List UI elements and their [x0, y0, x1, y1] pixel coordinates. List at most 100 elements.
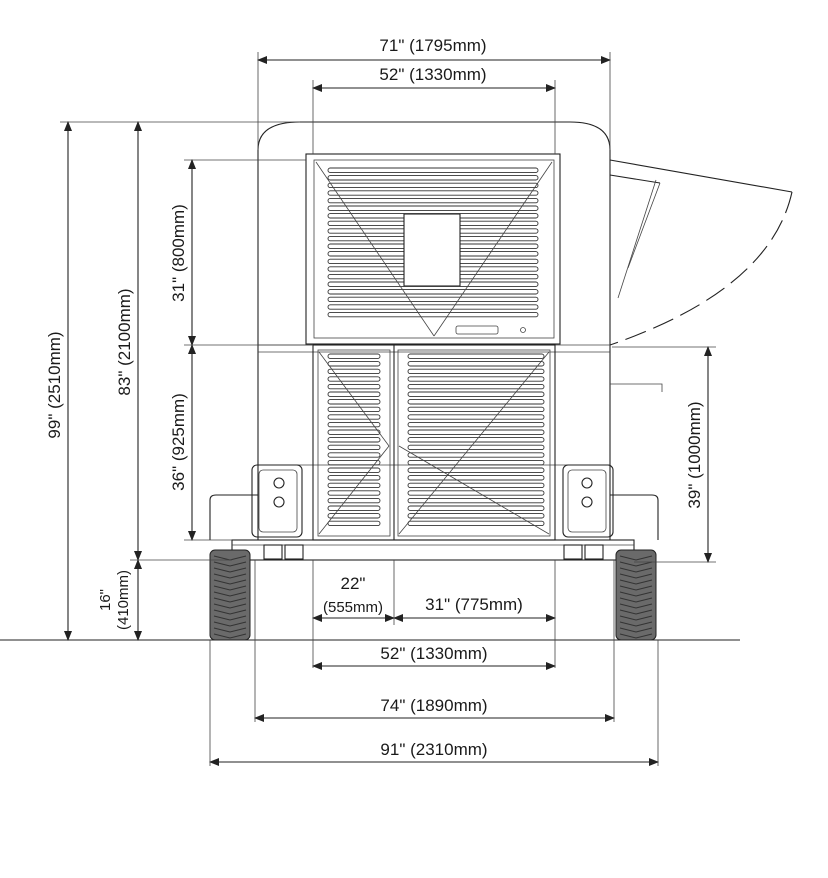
vent-slat — [327, 505, 381, 511]
vent-slat — [327, 467, 381, 473]
tire-tread — [619, 591, 653, 597]
vent-slat — [327, 182, 539, 189]
vent-slat — [327, 205, 539, 211]
vent-slat — [407, 399, 545, 405]
construction-lines — [315, 161, 553, 535]
dim-ground-clearance-mm: (410mm) — [115, 570, 132, 630]
awning-open-outline — [609, 159, 793, 346]
vent-slat — [327, 197, 539, 204]
vent-slat — [327, 311, 539, 318]
vent-slat — [327, 482, 381, 489]
tire-tread — [213, 579, 247, 585]
vent-slat — [407, 376, 545, 382]
tire-tread — [213, 633, 247, 639]
vent-slat — [407, 475, 545, 481]
dim-top-overall: 71" (1795mm) — [379, 36, 486, 55]
vent-slat — [327, 296, 539, 303]
vent-slat — [407, 467, 545, 473]
vent-slat — [407, 505, 545, 511]
dim-axle-track: 74" (1890mm) — [380, 696, 487, 715]
vent-slat — [327, 368, 381, 375]
vent-slat — [407, 353, 545, 359]
tire-tread — [213, 567, 247, 573]
vent-slat — [407, 383, 545, 390]
vent-slat — [327, 361, 381, 367]
tire-tread — [213, 615, 247, 621]
vent-slat — [407, 437, 545, 443]
dimension-lines — [60, 52, 716, 766]
tire-tread — [213, 591, 247, 597]
dim-upper-opening: 31" (800mm) — [169, 204, 188, 302]
rear-window — [403, 213, 461, 287]
dim-overall-width: 91" (2310mm) — [380, 740, 487, 759]
tire-tread — [619, 555, 653, 561]
trailer-body — [209, 121, 663, 561]
tire-tread — [213, 609, 247, 615]
tire-tread — [619, 633, 653, 639]
vent-slat — [407, 452, 545, 458]
dim-right-door: 31" (775mm) — [425, 595, 523, 614]
tire-tread — [213, 585, 247, 591]
dim-top-inner: 52" (1330mm) — [379, 65, 486, 84]
vent-slat — [407, 391, 545, 397]
tire-tread — [619, 615, 653, 621]
lower-left-door-slats — [327, 353, 381, 527]
vent-slat — [327, 513, 381, 519]
tire-tread — [619, 627, 653, 633]
vent-slat — [327, 497, 381, 504]
lower-right-door-slats — [407, 353, 545, 527]
vent-slat — [327, 353, 381, 359]
vent-slat — [327, 421, 381, 428]
tire-tread — [213, 597, 247, 603]
vent-slat — [327, 452, 381, 458]
tire-tread — [213, 627, 247, 633]
dim-left-door-in: 22" — [341, 574, 366, 593]
dim-ground-clearance-in: 16" — [97, 589, 114, 611]
dim-lower-opening: 36" (925mm) — [169, 393, 188, 491]
tire-tread — [619, 567, 653, 573]
vent-slat — [407, 406, 545, 413]
vent-slat — [327, 475, 381, 481]
vent-slat — [327, 304, 539, 310]
vent-slat — [327, 391, 381, 397]
vent-slat — [327, 406, 381, 413]
vent-slat — [407, 429, 545, 435]
vent-slat — [407, 459, 545, 466]
tire-tread — [619, 573, 653, 579]
vent-slat — [407, 444, 545, 451]
vent-slat — [407, 497, 545, 504]
tire-tread — [619, 561, 653, 567]
vent-slat — [407, 520, 545, 527]
tire-tread — [213, 573, 247, 579]
vent-slat — [407, 513, 545, 519]
vent-slat — [327, 190, 539, 196]
vent-slat — [327, 437, 381, 443]
vent-slat — [327, 429, 381, 435]
dim-doors-total: 52" (1330mm) — [380, 644, 487, 663]
vent-slat — [327, 520, 381, 527]
vent-slat — [327, 444, 381, 451]
dim-left-door-mm: (555mm) — [323, 599, 383, 616]
tire-tread — [213, 621, 247, 627]
tire-tread — [213, 603, 247, 609]
tire-tread — [619, 609, 653, 615]
vent-slat — [327, 289, 539, 295]
right-wheel — [615, 549, 657, 641]
vent-slat — [407, 414, 545, 420]
vent-slat — [407, 368, 545, 375]
tire-tread — [213, 561, 247, 567]
vent-slat — [327, 399, 381, 405]
vent-slat — [327, 459, 381, 466]
tire-tread — [619, 597, 653, 603]
vent-slat — [327, 376, 381, 382]
vent-slat — [407, 361, 545, 367]
tire-tread — [619, 579, 653, 585]
tire-tread — [619, 621, 653, 627]
tire-tread — [619, 603, 653, 609]
dim-total-height: 99" (2510mm) — [45, 331, 64, 438]
vent-slat — [327, 490, 381, 496]
vent-slat — [327, 175, 539, 181]
left-wheel — [209, 549, 251, 641]
vent-slat — [407, 482, 545, 489]
